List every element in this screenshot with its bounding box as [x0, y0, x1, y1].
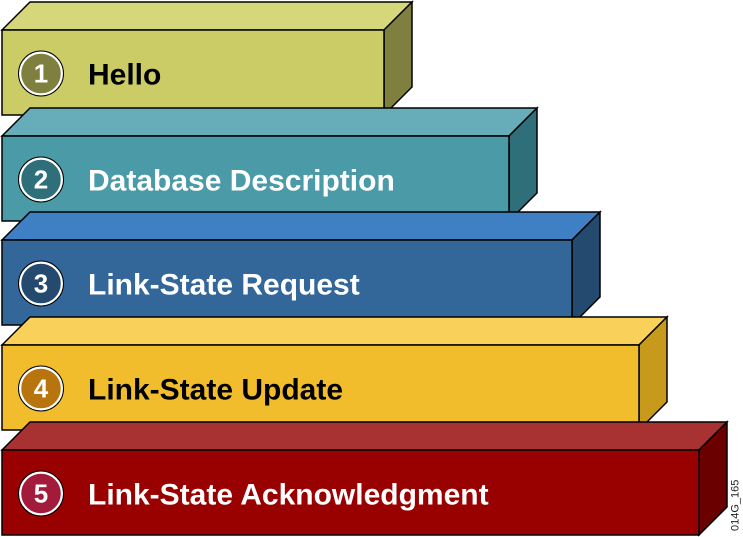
layer-number-badge-outline — [18, 365, 64, 412]
layer-number: 2 — [34, 165, 48, 195]
layer-label: Link-State Acknowledgment — [88, 479, 489, 512]
layer-label: Link-State Request — [88, 269, 360, 302]
layer-front-face — [1, 344, 640, 431]
stack-layer-2: 2 Database Description — [0, 106, 539, 223]
layer-label: Link-State Update — [88, 374, 343, 407]
layer-number-badge — [18, 471, 64, 516]
stack-layer-3: 3 Link-State Request — [0, 210, 602, 327]
layer-number-badge — [18, 157, 64, 202]
stack-layer-1: 1 Hello — [0, 0, 414, 117]
layer-front-face — [1, 449, 700, 536]
figure-id-label: 014G_165 — [729, 479, 741, 531]
layer-top-face — [0, 107, 539, 137]
layer-top-face — [0, 316, 669, 346]
layer-number: 3 — [34, 269, 48, 299]
layer-top-face — [0, 1, 414, 31]
layer-number: 4 — [34, 374, 49, 404]
layer-number-badge-outline — [18, 260, 64, 307]
stack-layer-5: 5 Link-State Acknowledgment — [0, 420, 729, 537]
layer-label: Database Description — [88, 165, 395, 198]
layer-number-badge-outline — [18, 470, 64, 517]
layer-top-face — [0, 211, 602, 241]
layer-number-badge-outline — [18, 156, 64, 203]
layer-number-badge-outline — [18, 50, 64, 97]
layer-number: 1 — [34, 59, 48, 89]
layer-number-badge — [18, 366, 64, 411]
layer-number-badge — [18, 261, 64, 306]
layer-number-badge — [18, 51, 64, 96]
layer-label: Hello — [88, 59, 161, 92]
layer-front-face — [1, 239, 573, 326]
layer-front-face — [1, 135, 510, 222]
layer-top-face — [0, 421, 729, 451]
layer-front-face — [1, 29, 385, 116]
layer-number: 5 — [34, 479, 48, 509]
stack-layer-4: 4 Link-State Update — [0, 315, 669, 432]
